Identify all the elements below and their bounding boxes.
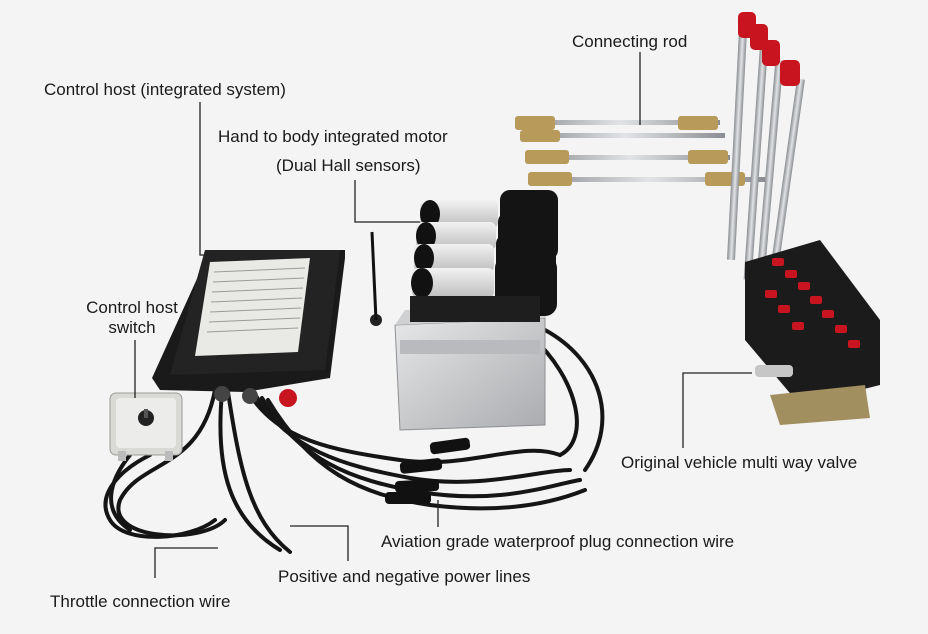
control-host-unit	[152, 231, 382, 407]
motor-label-line1: Hand to body integrated motor	[218, 127, 448, 146]
switch-label-line1: Control host	[86, 298, 178, 317]
valve-label: Original vehicle multi way valve	[621, 453, 858, 472]
throttle-wire-label: Throttle connection wire	[50, 592, 231, 611]
motor-label-line2: (Dual Hall sensors)	[276, 156, 421, 175]
cables	[103, 328, 605, 554]
multi-way-valve	[745, 240, 880, 425]
leader-lines	[134, 52, 752, 578]
power-lines-label: Positive and negative power lines	[278, 567, 531, 586]
control-host-label: Control host (integrated system)	[44, 80, 286, 99]
connecting-rod-label: Connecting rod	[572, 32, 688, 51]
control-host-switch-box	[109, 392, 183, 461]
hand-body-motors	[410, 190, 558, 322]
motor-mount-box	[394, 305, 555, 431]
switch-label-line2: switch	[108, 318, 156, 337]
wire-connectors	[385, 437, 471, 504]
connecting-rods	[515, 116, 765, 186]
plug-wire-label: Aviation grade waterproof plug connectio…	[381, 532, 735, 551]
